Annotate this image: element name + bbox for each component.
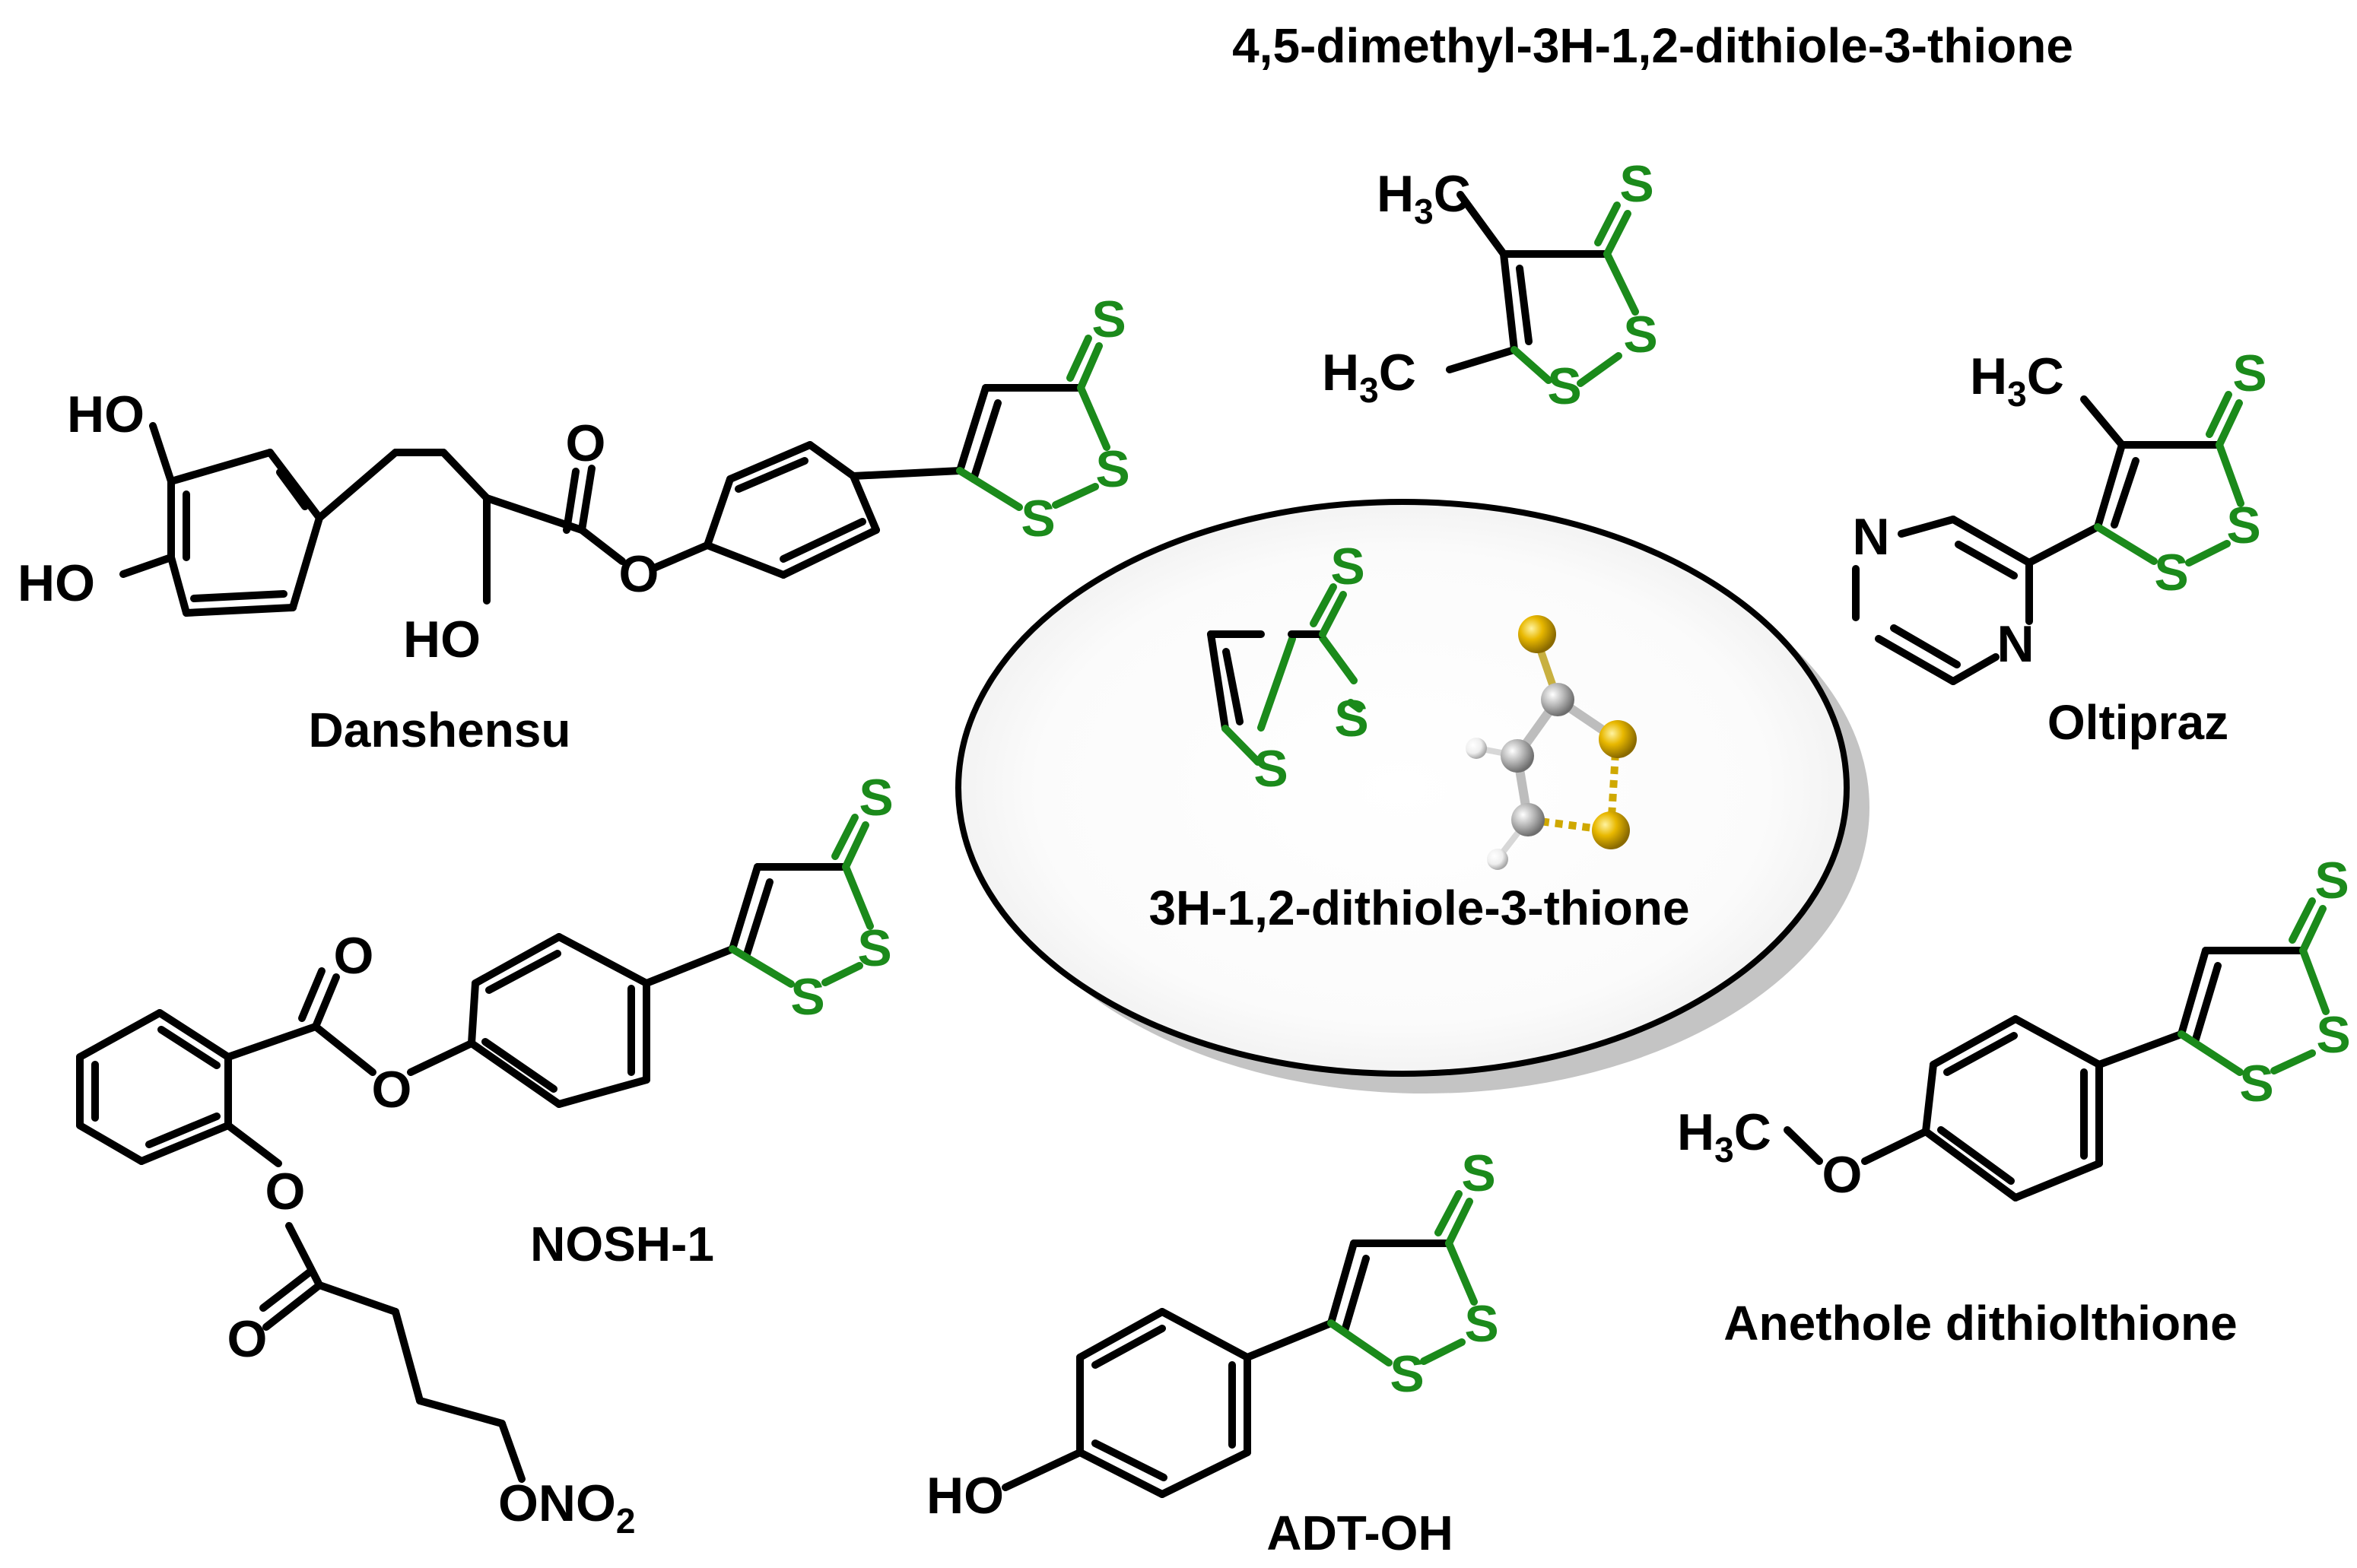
adt-oh-structure: HO S S S bbox=[926, 1144, 1499, 1525]
dimethyl-ring-s1-label: S bbox=[1623, 306, 1657, 363]
adt-oh-hydroxyl-label: HO bbox=[926, 1467, 1004, 1525]
danshensu-ho-lower-label: HO bbox=[17, 554, 95, 612]
adt-oh-ring-s1-label: S bbox=[1464, 1295, 1498, 1353]
carbon-atom-sphere bbox=[1511, 803, 1545, 836]
danshensu-ring-s2-label: S bbox=[1021, 490, 1055, 548]
nosh1-thione-s-label: S bbox=[859, 769, 893, 827]
anethole-dithiolthione-name: Anethole dithiolthione bbox=[1723, 1296, 2237, 1351]
anethole-thione-s-label: S bbox=[2314, 852, 2349, 909]
danshensu-thione-s-label: S bbox=[1091, 290, 1126, 348]
danshensu-carbonyl-o-label: O bbox=[566, 414, 606, 472]
core-ring-s2-label: S bbox=[1253, 740, 1288, 798]
oltipraz-name: Oltipraz bbox=[2047, 695, 2228, 750]
anethole-ring-s2-label: S bbox=[2239, 1055, 2273, 1113]
ellipse-outline bbox=[955, 499, 1850, 1077]
anethole-dithiolthione-structure: H3C O S S S bbox=[1677, 852, 2351, 1204]
anethole-ring-s1-label: S bbox=[2316, 1006, 2350, 1064]
dimethyl-name: 4,5-dimethyl-3H-1,2-dithiole-3-thione bbox=[1232, 18, 2073, 73]
core-thione-s-label: S bbox=[1330, 538, 1364, 595]
sulfur-atom-sphere bbox=[1592, 811, 1630, 849]
oltipraz-ring-s1-label: S bbox=[2226, 497, 2260, 554]
core-ring-s1-label: S bbox=[1334, 690, 1368, 747]
oltipraz-methyl-label: H3C bbox=[1970, 348, 2064, 414]
hydrogen-atom-sphere bbox=[1466, 738, 1487, 759]
anethole-methyl-label: H3C bbox=[1677, 1103, 1771, 1170]
dimethyl-methyl4-label: H3C bbox=[1377, 165, 1471, 231]
danshensu-name: Danshensu bbox=[309, 703, 571, 757]
nosh1-ring-s2-label: S bbox=[790, 968, 824, 1026]
adt-oh-ring-s2-label: S bbox=[1390, 1345, 1424, 1403]
core-structure: S S S bbox=[1207, 538, 1369, 798]
anethole-ether-o-label: O bbox=[1822, 1146, 1863, 1204]
danshensu-ho-alpha-label: HO bbox=[403, 611, 481, 668]
sulfur-atom-sphere bbox=[1518, 615, 1556, 653]
dimethyl-thione-s-label: S bbox=[1619, 155, 1653, 213]
carbon-atom-sphere bbox=[1501, 739, 1534, 773]
dimethyl-ring-s2-label: S bbox=[1547, 357, 1581, 415]
oltipraz-ring-s2-label: S bbox=[2154, 544, 2188, 601]
hydrogen-atom-sphere bbox=[1487, 849, 1508, 870]
oltipraz-n1-label: N bbox=[1852, 508, 1889, 566]
nosh1-name: NOSH-1 bbox=[530, 1217, 714, 1271]
nosh1-aryl-o-label: O bbox=[265, 1163, 306, 1220]
adt-oh-name: ADT-OH bbox=[1266, 1506, 1453, 1560]
core-3d-model bbox=[1466, 615, 1637, 870]
nosh1-ester-o-label: O bbox=[372, 1061, 412, 1119]
dimethyl-methyl5-label: H3C bbox=[1322, 344, 1416, 410]
dimethyl-structure: H3C H3C S S S bbox=[1322, 155, 1658, 415]
sulfur-atom-sphere bbox=[1599, 720, 1637, 758]
danshensu-ester-o-label: O bbox=[619, 545, 659, 603]
danshensu-ho-upper-label: HO bbox=[67, 386, 145, 443]
adt-oh-thione-s-label: S bbox=[1461, 1144, 1495, 1202]
nosh1-nitrate-label: ONO2 bbox=[498, 1474, 636, 1541]
oltipraz-n4-label: N bbox=[1996, 615, 2034, 673]
nosh1-carbonyl-o-label: O bbox=[334, 927, 374, 985]
danshensu-ring-s1-label: S bbox=[1095, 440, 1129, 498]
oltipraz-thione-s-label: S bbox=[2232, 344, 2266, 402]
core-highlight-ellipse bbox=[955, 499, 1869, 1093]
danshensu-structure: HO HO HO O O S S S bbox=[17, 290, 1130, 668]
nosh1-butyryl-carbonyl-o-label: O bbox=[227, 1310, 268, 1368]
nosh1-ring-s1-label: S bbox=[857, 919, 891, 977]
nosh1-structure: O O O O ONO2 S S S bbox=[76, 769, 894, 1541]
core-name: 3H-1,2-dithiole-3-thione bbox=[1148, 881, 1689, 935]
oltipraz-structure: H3C N N S S S bbox=[1852, 344, 2267, 685]
carbon-atom-sphere bbox=[1541, 683, 1574, 716]
